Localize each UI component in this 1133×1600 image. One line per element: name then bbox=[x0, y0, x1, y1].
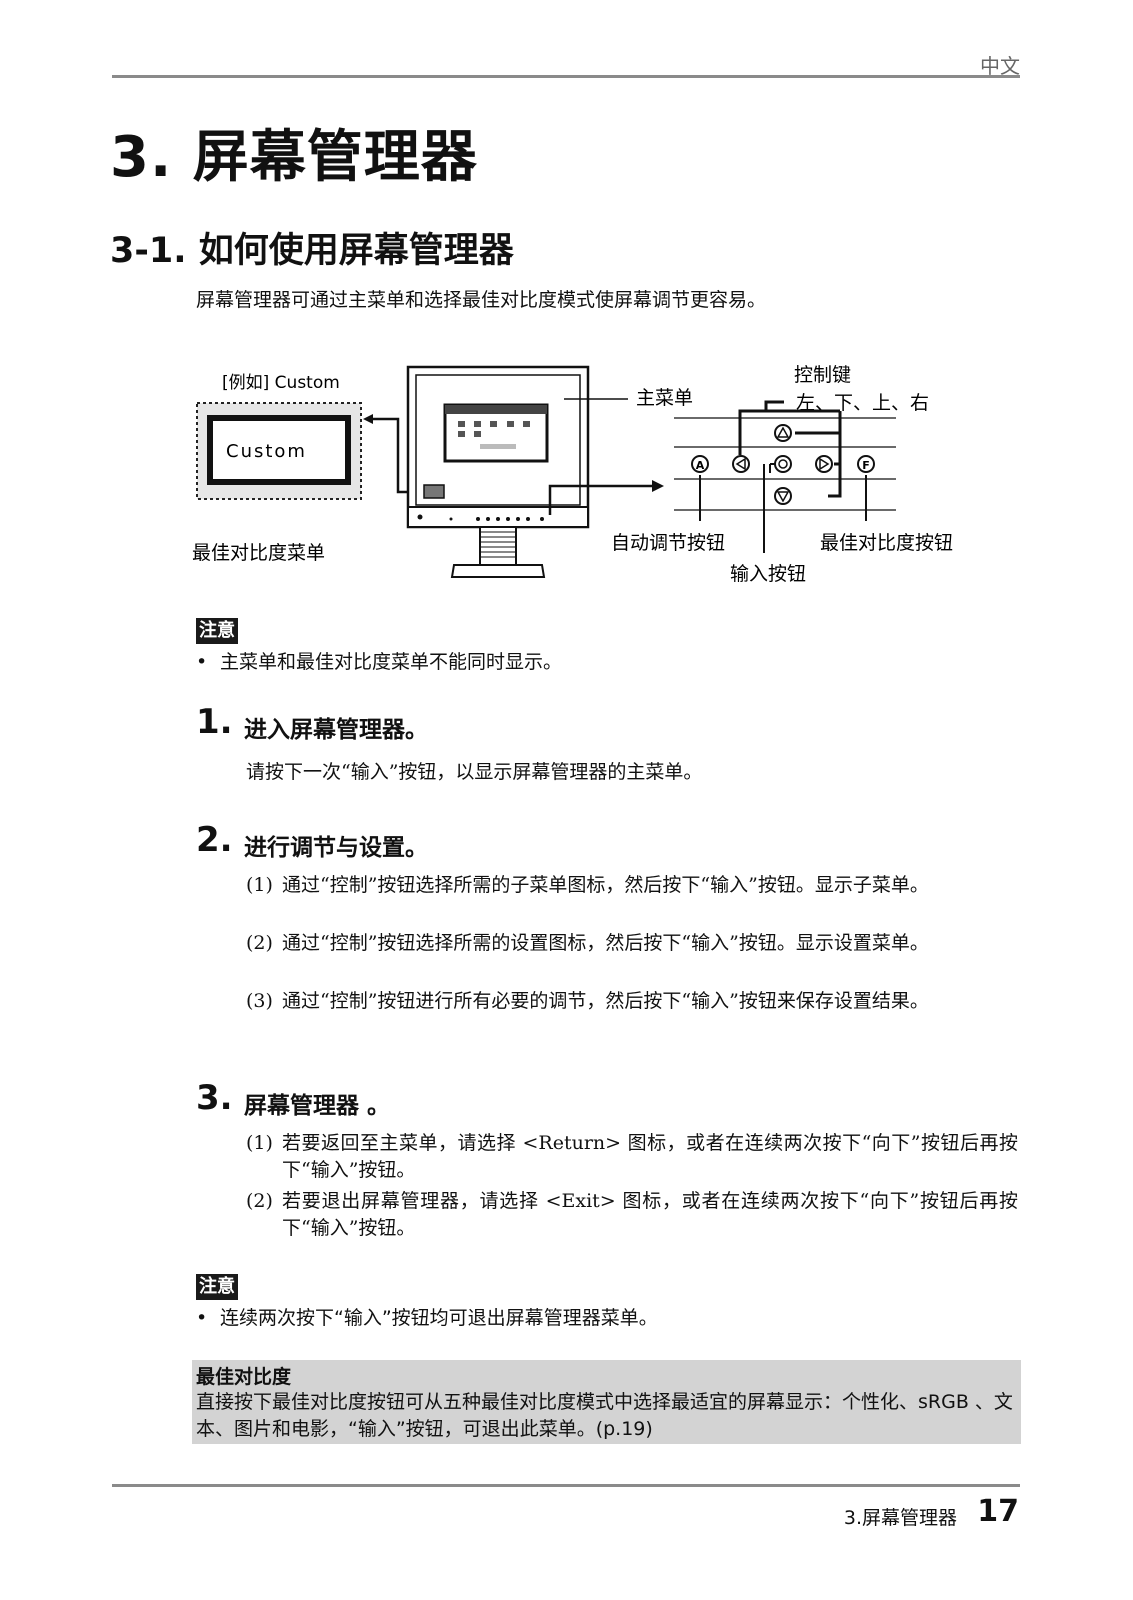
section-title: 3-1. 如何使用屏幕管理器 bbox=[110, 231, 514, 271]
enter-button-label: 输入按钮 bbox=[730, 563, 806, 585]
note-badge: 注意 bbox=[196, 1274, 238, 1300]
fine-contrast-info-box: 最佳对比度 直接按下最佳对比度按钮可从五种最佳对比度模式中选择最适宜的屏幕显示：… bbox=[192, 1360, 1021, 1444]
note-bullet: •连续两次按下“输入”按钮均可退出屏幕管理器菜单。 bbox=[196, 1307, 658, 1329]
step-2-item-1: (1)通过“控制”按钮选择所需的子菜单图标，然后按下“输入”按钮。显示子菜单。 bbox=[246, 874, 929, 896]
monitor-base bbox=[450, 564, 546, 578]
step-1-title: 进入屏幕管理器。 bbox=[244, 717, 428, 743]
note-bullet: •主菜单和最佳对比度菜单不能同时显示。 bbox=[196, 651, 563, 673]
note-badge: 注意 bbox=[196, 618, 238, 644]
step-2-item-3: (3)通过“控制”按钮进行所有必要的调节，然后按下“输入”按钮来保存设置结果。 bbox=[246, 990, 929, 1012]
fine-contrast-menu-label: 最佳对比度菜单 bbox=[192, 542, 325, 564]
header-rule bbox=[112, 75, 1020, 78]
button-auto: A bbox=[691, 455, 709, 473]
info-box-title: 最佳对比度 bbox=[196, 1366, 292, 1388]
fine-contrast-button-label: 最佳对比度按钮 bbox=[820, 532, 953, 554]
step-1-text: 请按下一次“输入”按钮，以显示屏幕管理器的主菜单。 bbox=[246, 761, 703, 783]
example-label: [例如] Custom bbox=[222, 373, 340, 393]
button-left bbox=[732, 455, 750, 473]
custom-screen-text: Custom bbox=[226, 441, 307, 462]
chapter-title: 3. 屏幕管理器 bbox=[110, 125, 478, 190]
control-keys-label: 控制键 bbox=[794, 364, 851, 386]
svg-text:A: A bbox=[696, 459, 705, 472]
footer-rule bbox=[112, 1484, 1020, 1487]
main-menu-label: 主菜单 bbox=[636, 387, 693, 409]
button-down bbox=[774, 487, 792, 505]
button-right bbox=[815, 455, 833, 473]
svg-text:F: F bbox=[862, 459, 870, 472]
control-keys-directions: 左、下、上、右 bbox=[796, 392, 929, 414]
monitor-stand bbox=[479, 526, 517, 566]
intro-text: 屏幕管理器可通过主菜单和选择最佳对比度模式使屏幕调节更容易。 bbox=[196, 289, 767, 311]
button-fine-contrast: F bbox=[857, 455, 875, 473]
step-2-item-2: (2)通过“控制”按钮选择所需的设置图标，然后按下“输入”按钮。显示设置菜单。 bbox=[246, 932, 929, 954]
step-2-number: 2. bbox=[196, 820, 233, 860]
custom-screen bbox=[207, 415, 351, 485]
button-enter bbox=[774, 455, 792, 473]
language-label: 中文 bbox=[980, 54, 1020, 78]
page-number: 17 bbox=[977, 1494, 1019, 1529]
step-3-item-1: (1)若要返回至主菜单，请选择 <Return> 图标，或者在连续两次按下“向下… bbox=[246, 1132, 1018, 1181]
step-3-title: 屏幕管理器 。 bbox=[244, 1093, 391, 1119]
step-3-number: 3. bbox=[196, 1078, 233, 1118]
step-1-number: 1. bbox=[196, 702, 233, 742]
info-box-text: 直接按下最佳对比度按钮可从五种最佳对比度模式中选择最适宜的屏幕显示：个性化、sR… bbox=[196, 1391, 1013, 1440]
auto-adjust-button-label: 自动调节按钮 bbox=[611, 532, 725, 554]
step-2-title: 进行调节与设置。 bbox=[244, 835, 428, 861]
step-3-item-2: (2)若要退出屏幕管理器，请选择 <Exit> 图标，或者在连续两次按下“向下”… bbox=[246, 1190, 1018, 1239]
footer-section-label: 3.屏幕管理器 bbox=[843, 1507, 957, 1529]
monitor-controls-diagram: [例如] Custom Custom 主菜单 控制键 左、下、上、右 bbox=[192, 364, 953, 585]
